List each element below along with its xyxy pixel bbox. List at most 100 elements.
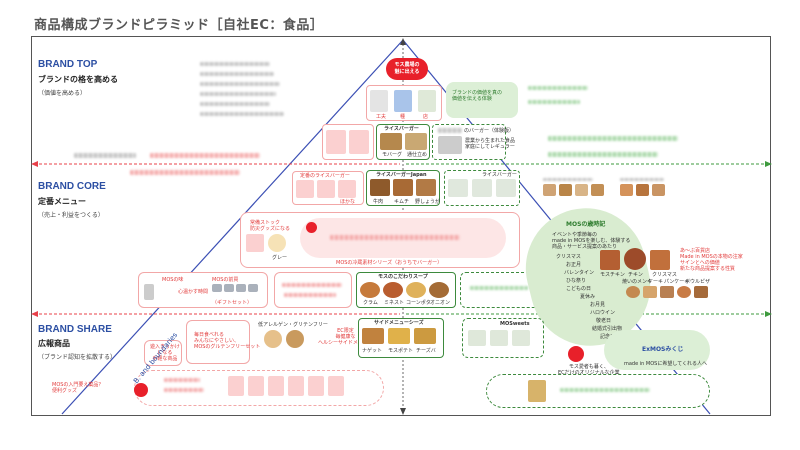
rice-thumb <box>393 179 413 196</box>
blurred-text <box>282 283 342 287</box>
left-rice-label: ほかな <box>340 199 356 205</box>
mos-sweets-title: MOSweets <box>500 321 530 327</box>
top-label-2: 種 <box>400 114 406 120</box>
side-label-1: ナゲット <box>362 348 383 354</box>
right-rice-title: ライスバーガー <box>482 172 517 178</box>
seasonal-row2-1: 焼いのメンキ <box>622 279 653 285</box>
rice-thumb <box>370 179 390 196</box>
soup-label-4: オニオン <box>430 300 451 306</box>
pink-thumb <box>328 376 344 396</box>
seasonal-right-note: あ〜ぶ百貨店 Made in MOSの本物の注家 サインとへの価値 新たな商品提… <box>680 248 743 272</box>
gray-thumb <box>512 330 530 346</box>
blurred-text <box>200 72 274 76</box>
rice-burger-sub-text: 農業から生まれた食品 家庭にしてレギュラー <box>465 138 516 150</box>
gray-thumb <box>468 330 486 346</box>
brand-top-sub: ブランドの格を高める <box>38 75 118 84</box>
blurred-text <box>560 388 650 392</box>
gray-thumb <box>448 179 468 197</box>
seasonal-row2-3: パンケーキ <box>664 279 690 285</box>
soup-label-2: ミネスト <box>384 300 405 306</box>
blurred-text <box>74 153 136 158</box>
side-label-2: モスポテト <box>388 348 414 354</box>
mos-entry-text: MOSの入門要え菓品？ 便利グッズ <box>52 382 104 394</box>
allergy-title: 低アレルゲン・グリテンフリー <box>258 322 328 328</box>
top-thumb <box>418 90 436 112</box>
soup-label-1: クラム <box>363 300 378 306</box>
rice-japan-title: ライスバーガーJapan <box>376 172 427 178</box>
cup-thumb <box>144 284 154 300</box>
soup-title: モスのこだわりスープ <box>378 274 428 280</box>
stock-label: グレー <box>272 255 288 261</box>
mos-burger-label: モバーグ <box>382 152 403 158</box>
seasonal-desc: イベントや季節毎の made in MOSを楽しむ、体験する 商品・サービス提案… <box>552 232 631 250</box>
blurred-text <box>164 378 200 382</box>
seasonal-row2-2: ケーキ <box>648 279 664 285</box>
gray-thumb <box>472 179 492 197</box>
red-dot <box>134 383 148 397</box>
rice-japan-label-2: キムチ <box>394 199 410 205</box>
side-menu-title: サイドメニューシーズ <box>374 320 424 326</box>
photo-thumb <box>620 184 633 196</box>
pink-thumb <box>349 130 369 154</box>
side-label-3: チーズバ <box>416 348 436 354</box>
photo-thumb <box>559 184 572 196</box>
blurred-text <box>200 102 270 106</box>
gray-thumb <box>490 330 508 346</box>
brand-top-title: BRAND TOP <box>38 59 98 70</box>
pink-thumb <box>317 180 335 198</box>
daily-text: 毎日食べれる みんなにやさしい、 MOSのグルテンフリーセット <box>194 332 261 350</box>
daily-box <box>186 320 250 364</box>
seasonal-photo <box>600 250 620 270</box>
burger-thumb <box>380 133 402 150</box>
value-bubble <box>446 82 518 118</box>
event-7: お月見 <box>590 302 606 308</box>
seasonal-photo <box>677 286 691 298</box>
divider-arrow-left-2 <box>31 311 38 317</box>
mos-taste-sub: 心温かす時間 <box>178 289 209 295</box>
pink-thumb <box>326 130 346 154</box>
dish-thumb <box>405 133 427 150</box>
blurred-text <box>528 86 588 90</box>
seasonal-photo <box>643 286 657 298</box>
rice-japan-label-3: 野しょうが <box>415 199 441 205</box>
ex-mos-bubble <box>604 330 710 370</box>
divider-arrow-right-1 <box>765 161 772 167</box>
event-6: 夏休み <box>580 294 596 300</box>
brand-top-note: （価値を高める） <box>38 90 87 97</box>
pink-thumb <box>246 234 264 252</box>
rice-burger-sub-title: のバーガー（体験版） <box>464 128 515 134</box>
divider-arrow-left-1 <box>31 161 38 167</box>
pink-thumb <box>228 376 244 396</box>
brand-share-sub: 広報商品 <box>38 339 70 348</box>
event-4: ひな祭り <box>566 278 587 284</box>
blurred-text <box>200 92 276 96</box>
gift-thumb <box>224 284 234 292</box>
product-thumb <box>528 380 546 402</box>
casual-box <box>144 340 182 366</box>
mos-taste-title: MOSの味 <box>162 277 184 283</box>
dish-label: 通仕立め <box>407 152 428 158</box>
rice-burger-title: ライスバーガー <box>384 126 419 132</box>
photo-thumb <box>575 184 588 196</box>
photo-thumb <box>591 184 604 196</box>
pink-thumb <box>248 376 264 396</box>
top-label-1: 工夫 <box>376 114 387 120</box>
blurred-text <box>330 235 460 240</box>
mos-taste-box <box>138 272 268 308</box>
pink-thumb <box>296 180 314 198</box>
gray-thumb <box>496 179 516 197</box>
seasonal-product-2: チキン <box>628 272 643 278</box>
mos-gift-title: MOSの前買 <box>212 277 239 283</box>
soup-thumb <box>383 282 403 298</box>
soup-thumb <box>360 282 380 298</box>
blurred-text <box>470 286 528 290</box>
casual-text: 遊入きっかけ になる 手軽な商品 <box>150 344 180 362</box>
soup-thumb <box>429 282 449 298</box>
event-10: 結婚式引出物 <box>592 326 623 332</box>
green-blur-box <box>460 272 540 308</box>
blurred-text <box>620 178 664 181</box>
mos-gift-sub: （ギフトセット） <box>212 300 253 306</box>
diagram-frame <box>31 36 771 416</box>
blurred-text <box>543 178 593 181</box>
top-thumb <box>370 90 388 112</box>
